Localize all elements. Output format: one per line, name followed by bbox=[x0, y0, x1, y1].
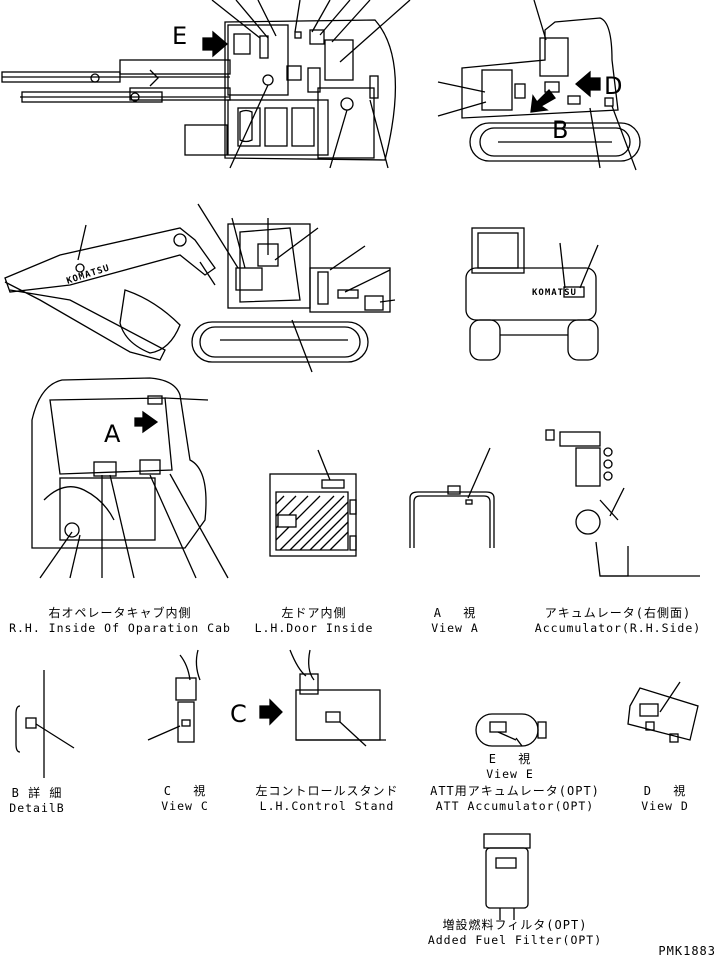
caption-lh-control: 左コントロールスタンド L.H.Control Stand bbox=[252, 784, 402, 814]
caption-att-accumulator: ATT用アキュムレータ(OPT) ATT Accumulator(OPT) bbox=[410, 784, 620, 814]
view-a-drawing bbox=[409, 447, 495, 548]
top-view-machine bbox=[1, 0, 411, 169]
caption-accumulator-jp: アキュムレータ(右側面) bbox=[544, 606, 692, 620]
caption-view-d-jp: D 視 bbox=[643, 784, 687, 798]
caption-view-d: D 視 View D bbox=[630, 784, 700, 814]
caption-view-a-en: View A bbox=[431, 621, 479, 635]
caption-lh-control-en: L.H.Control Stand bbox=[259, 799, 395, 813]
caption-lh-door: 左ドア内側 L.H.Door Inside bbox=[244, 606, 384, 636]
drawing-code: PMK1883 bbox=[658, 944, 716, 958]
caption-view-c-en: View C bbox=[161, 799, 209, 813]
caption-rh-cab-jp: 右オペレータキャブ内側 bbox=[48, 606, 192, 620]
lh-door-inside bbox=[269, 449, 357, 557]
callout-b: B bbox=[552, 116, 569, 144]
caption-view-e: E 視 View E bbox=[480, 752, 540, 782]
view-c-drawing bbox=[147, 649, 201, 743]
caption-detail-b-jp: B 詳 細 bbox=[11, 786, 63, 800]
caption-lh-control-jp: 左コントロールスタンド bbox=[255, 784, 399, 798]
caption-fuel-filter-jp: 増設燃料フィルタ(OPT) bbox=[442, 918, 588, 932]
view-e-drawing bbox=[475, 713, 547, 747]
caption-att-accumulator-jp: ATT用アキュムレータ(OPT) bbox=[430, 784, 600, 798]
caption-accumulator-en: Accumulator(R.H.Side) bbox=[534, 621, 702, 635]
callout-e: E bbox=[172, 22, 188, 50]
caption-view-d-en: View D bbox=[641, 799, 689, 813]
caption-fuel-filter: 増設燃料フィルタ(OPT) Added Fuel Filter(OPT) bbox=[410, 918, 620, 948]
side-view-rear bbox=[437, 0, 641, 171]
caption-fuel-filter-en: Added Fuel Filter(OPT) bbox=[427, 933, 603, 947]
lh-control-stand-drawing bbox=[259, 649, 386, 747]
callout-a: A bbox=[104, 420, 121, 448]
caption-view-e-jp: E 視 bbox=[488, 752, 532, 766]
caption-view-c-jp: C 視 bbox=[163, 784, 207, 798]
caption-rh-cab: 右オペレータキャブ内側 R.H. Inside Of Oparation Cab bbox=[2, 606, 238, 636]
fuel-filter-drawing bbox=[483, 833, 531, 920]
caption-view-a: A 視 View A bbox=[420, 606, 490, 636]
view-d-drawing bbox=[627, 681, 699, 743]
caption-lh-door-en: L.H.Door Inside bbox=[254, 621, 374, 635]
caption-lh-door-jp: 左ドア内側 bbox=[281, 606, 347, 620]
rh-cab-interior bbox=[31, 377, 229, 579]
callout-d: D bbox=[604, 72, 623, 100]
detail-b-drawing bbox=[15, 670, 75, 778]
caption-accumulator: アキュムレータ(右側面) Accumulator(R.H.Side) bbox=[528, 606, 708, 636]
accumulator-drawing bbox=[545, 429, 700, 577]
komatsu-logo-front: KOMATSU bbox=[532, 288, 577, 298]
callout-c: C bbox=[230, 700, 247, 728]
caption-detail-b-en: DetailB bbox=[9, 801, 65, 815]
caption-rh-cab-en: R.H. Inside Of Oparation Cab bbox=[9, 621, 231, 635]
caption-detail-b: B 詳 細 DetailB bbox=[2, 786, 72, 816]
rear-view-machine bbox=[465, 227, 599, 361]
caption-att-accumulator-en: ATT Accumulator(OPT) bbox=[435, 799, 595, 813]
caption-view-c: C 視 View C bbox=[150, 784, 220, 814]
caption-view-a-jp: A 視 bbox=[433, 606, 477, 620]
side-view-machine bbox=[4, 203, 396, 373]
caption-view-e-en: View E bbox=[486, 767, 534, 781]
